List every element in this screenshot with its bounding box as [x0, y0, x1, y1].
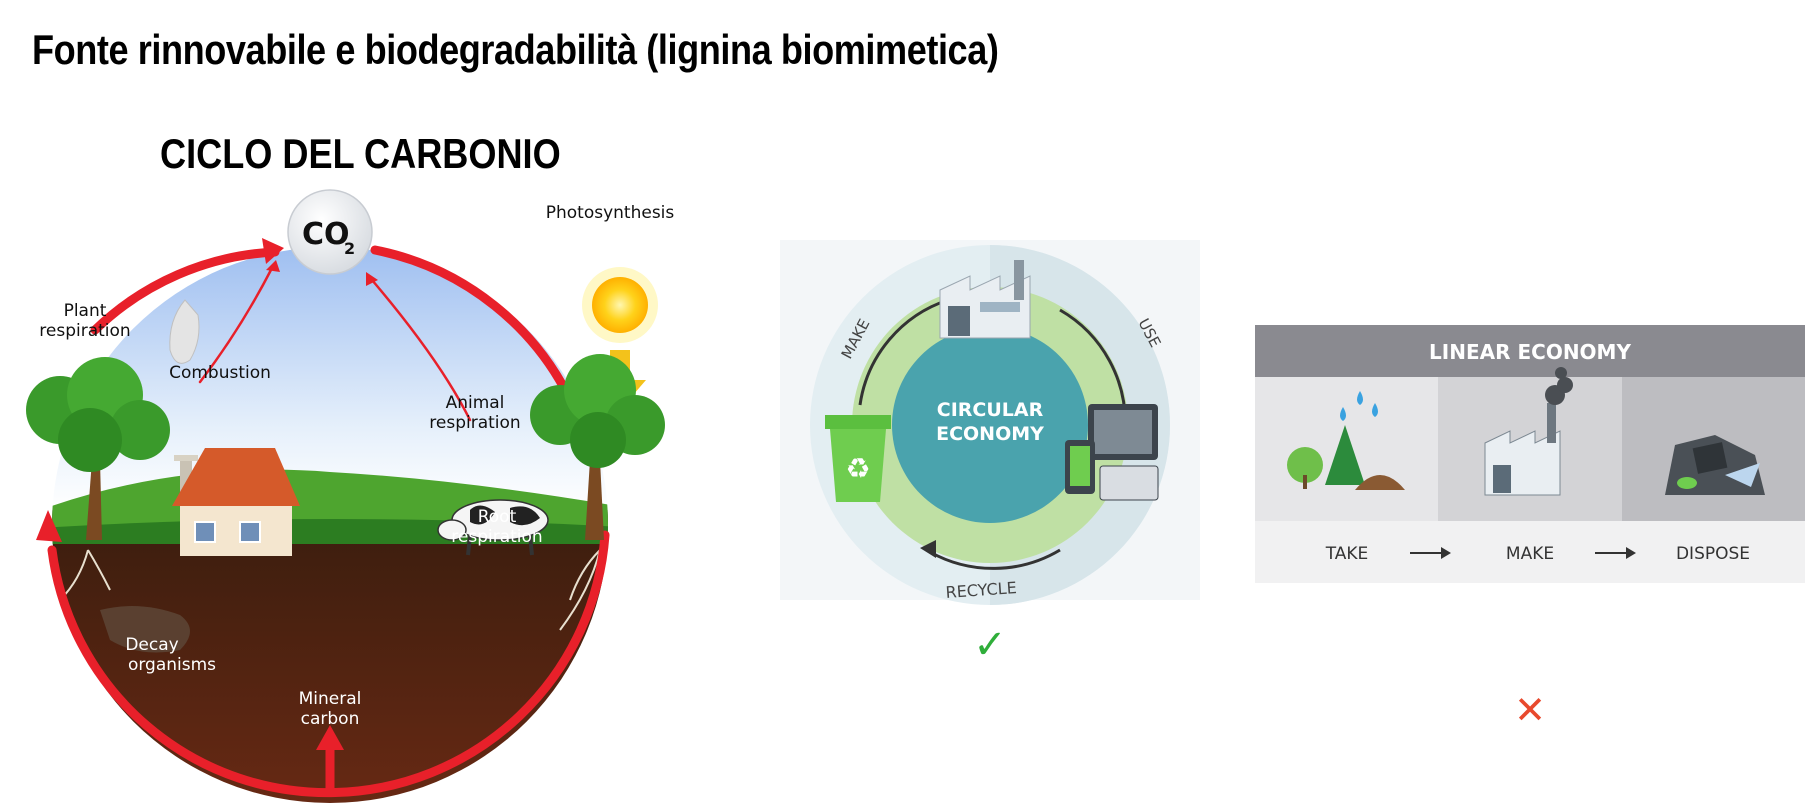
checkmark-icon: ✓ [973, 622, 1007, 668]
carbon-cycle-title: CICLO DEL CARBONIO [160, 130, 561, 177]
carbon-cycle-diagram: CO 2 Plant respiration [26, 189, 674, 803]
linear-economy-title: LINEAR ECONOMY [1429, 340, 1631, 364]
combustion-label: Combustion [169, 363, 271, 383]
devices-icon [1065, 404, 1159, 501]
linear-header [1255, 325, 1805, 377]
sun-icon [592, 277, 648, 333]
root-respiration-label-line1: Root [478, 507, 517, 527]
circular-economy-diagram: ♻ CIRCULAR ECONOMY MAKE USE RECYCLE ✓ [780, 240, 1200, 668]
cycle-arrows [36, 238, 610, 798]
take-label: TAKE [1325, 544, 1369, 564]
waste-pile-icon [1665, 435, 1765, 495]
cow-icon [437, 499, 549, 556]
co2-label: CO [302, 217, 350, 252]
plant-respiration-label-line2: respiration [39, 321, 130, 341]
photosynthesis-label: Photosynthesis [546, 203, 675, 223]
animal-respiration-label-line2: respiration [429, 413, 520, 433]
trees-resource-icon [1287, 391, 1405, 490]
cross-icon: ✕ [1514, 688, 1546, 732]
decay-organisms-label-line1: Decay [125, 635, 178, 655]
svg-text:♻: ♻ [845, 452, 870, 485]
smoke-icon [169, 299, 200, 364]
make-arrow [858, 298, 949, 406]
circular-economy-title-line1: CIRCULAR [937, 399, 1044, 421]
circular-economy-title-line2: ECONOMY [936, 423, 1044, 445]
center-disc [892, 327, 1088, 523]
mineral-carbon-label-line2: carbon [301, 709, 360, 729]
house-icon [172, 448, 300, 556]
co2-subscript: 2 [344, 239, 355, 258]
left-tree-icon [26, 357, 170, 540]
page-title: Fonte rinnovabile e biodegradabilità (li… [32, 26, 999, 73]
recycle-arrow [929, 548, 1061, 570]
linear-economy-diagram: LINEAR ECONOMY TAKE MAKE DISPOSE ✕ [1255, 325, 1805, 732]
recycle-label: RECYCLE [945, 578, 1017, 602]
mineral-carbon-label-line1: Mineral [299, 689, 362, 709]
animal-respiration-label-line1: Animal [446, 393, 505, 413]
dispose-label: DISPOSE [1676, 544, 1750, 564]
co2-bubble [287, 189, 373, 275]
decay-organisms-label-line2: organisms [128, 655, 216, 675]
plant-respiration-label-line1: Plant [64, 301, 107, 321]
root-respiration-label-line2: respiration [451, 527, 542, 547]
recycling-bin-icon: ♻ [825, 415, 891, 502]
right-tree-icon [530, 354, 665, 540]
factory-icon [939, 260, 1031, 339]
factory-polluting-icon [1484, 367, 1573, 496]
make-step-label: MAKE [1506, 544, 1554, 564]
